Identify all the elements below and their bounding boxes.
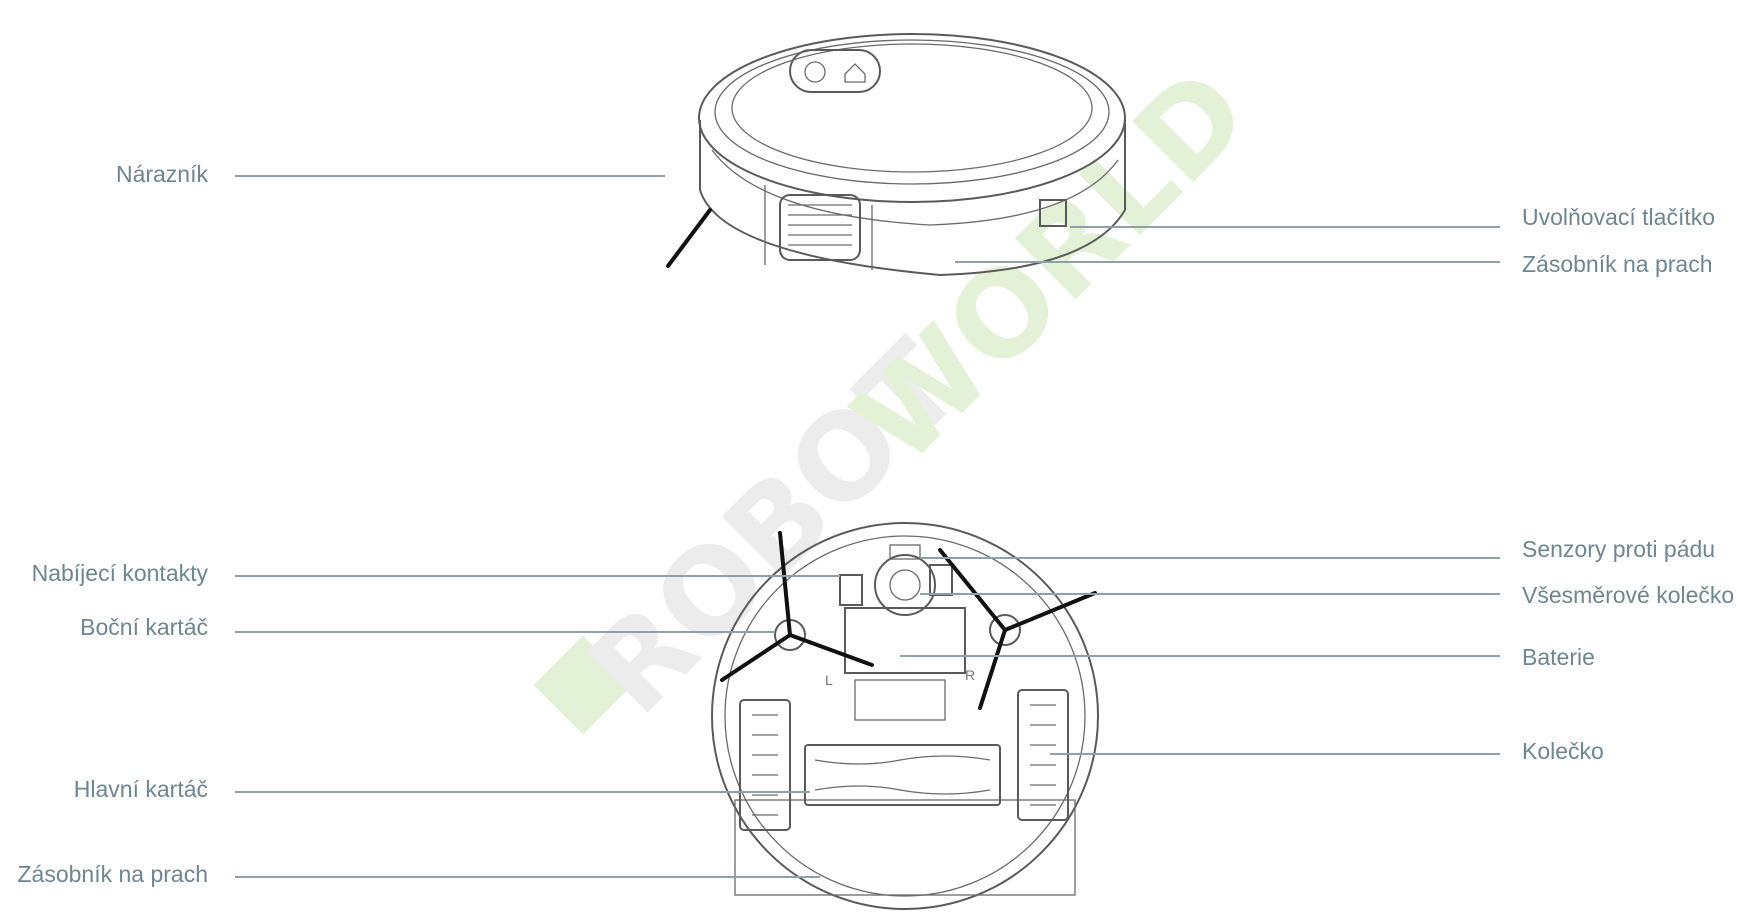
label-battery: Baterie [1522, 644, 1595, 670]
label-charging-contacts: Nabíjecí kontakty [31, 560, 208, 586]
side-brush-left-bristle-3 [788, 633, 874, 667]
release-button-part [1039, 199, 1067, 227]
charging-contact-right [929, 564, 953, 596]
caster-wheel-part [874, 554, 936, 616]
robot-bottom-view: L R [711, 522, 1099, 910]
bottom-dust-bin-outline [734, 799, 1076, 896]
label-main-brush: Hlavní kartáč [73, 776, 208, 802]
label-bottom-dust-bin: Zásobník na prach [17, 861, 208, 887]
side-brush-right-hub [989, 614, 1021, 646]
watermark-world-text: WORLD [827, 43, 1274, 490]
main-brush-part [804, 744, 1001, 806]
right-side-marker: R [965, 667, 975, 683]
bottom-body-outline [711, 522, 1099, 910]
side-brush-right-bristle-3 [978, 628, 1007, 710]
wheel-left [739, 699, 791, 831]
label-wheel: Kolečko [1522, 738, 1604, 764]
top-body-side [699, 120, 1126, 277]
left-side-marker: L [825, 672, 833, 688]
battery-cover [844, 607, 966, 674]
charging-contact-left [839, 574, 863, 606]
label-release-button: Uvolňovací tlačítko [1522, 204, 1716, 230]
cliff-sensor-top [889, 544, 921, 560]
label-cliff-sensors: Senzory proti pádu [1522, 536, 1716, 562]
caster-wheel-hub [889, 569, 921, 601]
front-sensor-window [779, 194, 861, 261]
side-brush-left-bristle-2 [720, 633, 792, 682]
top-bumper-seam [711, 149, 1119, 226]
top-side-brush-bristle [666, 208, 712, 268]
watermark-logo-mark [533, 635, 633, 735]
side-brush-right-bristle-2 [1003, 591, 1097, 632]
wheel-left-tread [752, 714, 778, 816]
front-sensor-grille [788, 204, 852, 246]
top-lid [731, 43, 1093, 173]
side-brush-right-bristle-1 [938, 548, 1007, 632]
label-side-brush: Boční kartáč [80, 614, 208, 640]
battery-label-area [854, 679, 946, 721]
top-lid-ring [714, 39, 1110, 185]
robot-top-view [666, 33, 1126, 277]
wheel-right-tread [1030, 704, 1056, 806]
label-top-dust-bin: Zásobník na prach [1522, 251, 1713, 277]
top-body-outline [698, 33, 1126, 203]
leader-lines [235, 175, 1500, 878]
home-button-icon [844, 63, 866, 83]
bumper-divider [764, 185, 873, 270]
side-brush-left-bristle-1 [778, 531, 792, 637]
label-caster-wheel: Všesměrové kolečko [1522, 582, 1735, 608]
top-button-panel [789, 49, 881, 93]
main-brush-bristles [814, 755, 991, 795]
label-bumper: Nárazník [115, 161, 208, 187]
watermark: ROBOT WORLD [533, 43, 1274, 740]
power-button-icon [804, 61, 826, 83]
bottom-inner-rim [724, 535, 1086, 897]
